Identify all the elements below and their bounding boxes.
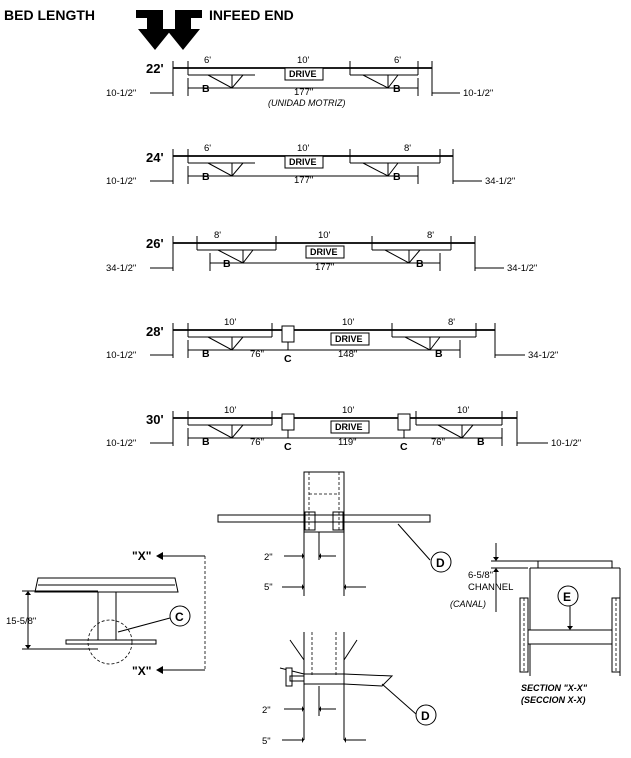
callout-c: C <box>175 610 184 624</box>
dimension-5in: 5" <box>262 736 271 747</box>
support-c-label: C <box>284 353 292 365</box>
channel-label: CHANNEL <box>468 582 513 593</box>
channel-dimension: 6-5/8" <box>468 570 493 581</box>
section-length: 10' <box>224 405 237 416</box>
left-overhang: 10-1/2" <box>106 176 136 187</box>
support-spacing: 148" <box>338 349 357 360</box>
config-28ft: 28' 10' 10' 8' DRIVE 76" 148" B C B 10-1… <box>106 317 558 365</box>
section-length: 10' <box>224 317 237 328</box>
right-overhang: 10-1/2" <box>551 438 581 449</box>
dimension-15-5-8: 15-5/8" <box>6 616 36 627</box>
section-title: SECTION "X-X" <box>521 683 588 693</box>
config-length: 22' <box>146 61 164 76</box>
config-26ft: 26' 8' 10' 8' DRIVE 177" B B 34-1/2" 34-… <box>106 230 537 274</box>
infeed-end-arrow-icon <box>166 10 202 50</box>
right-overhang: 10-1/2" <box>463 88 493 99</box>
section-title-es: (SECCION X-X) <box>521 695 586 705</box>
support-b-label: B <box>223 258 231 270</box>
section-marker-x: "X" <box>132 664 151 678</box>
section-length: 8' <box>427 230 434 241</box>
config-length: 30' <box>146 412 164 427</box>
support-spacing: 177" <box>294 175 313 186</box>
support-b-label: B <box>202 83 210 95</box>
support-spacing: 76" <box>250 437 264 448</box>
section-length: 6' <box>394 55 401 66</box>
section-length: 10' <box>318 230 331 241</box>
support-b-label: B <box>416 258 424 270</box>
support-b-label: B <box>202 436 210 448</box>
config-24ft: 24' 6' 10' 8' DRIVE 177" B B 10-1/2" 34-… <box>106 143 515 187</box>
detail-left-support: 15-5/8" C "X" "X" <box>6 549 206 678</box>
config-22ft: 22' 6' 10' 6' DRIVE 177" B B 10-1/2" 10-… <box>106 55 493 108</box>
drive-note: (UNIDAD MOTRIZ) <box>268 98 346 108</box>
support-spacing: 119" <box>338 437 357 448</box>
config-30ft: 30' 10' 10' 10' DRIVE 76" 119" 76" B C C… <box>106 405 581 453</box>
section-length: 6' <box>204 55 211 66</box>
section-marker-x: "X" <box>132 549 151 563</box>
section-length: 10' <box>342 317 355 328</box>
config-length: 28' <box>146 324 164 339</box>
left-overhang: 34-1/2" <box>106 263 136 274</box>
config-length: 26' <box>146 236 164 251</box>
section-length: 6' <box>204 143 211 154</box>
support-spacing: 76" <box>431 437 445 448</box>
support-spacing: 177" <box>315 262 334 273</box>
support-spacing: 76" <box>250 349 264 360</box>
detail-section-xx: E 6-5/8" CHANNEL (CANAL) SECTION "X-X" (… <box>450 543 621 705</box>
infeed-end-label: INFEED END <box>209 7 294 23</box>
callout-d: D <box>421 709 430 723</box>
dimension-5in: 5" <box>264 582 273 593</box>
support-b-label: B <box>393 171 401 183</box>
config-length: 24' <box>146 150 164 165</box>
support-b-label: B <box>393 83 401 95</box>
callout-d: D <box>436 556 445 570</box>
right-overhang: 34-1/2" <box>485 176 515 187</box>
section-length: 10' <box>297 143 310 154</box>
support-c-label: C <box>400 441 408 453</box>
support-b-label: B <box>202 348 210 360</box>
dimension-2in: 2" <box>262 705 271 716</box>
detail-top-bracket: 2" 5" D <box>217 471 452 596</box>
bed-length-label: BED LENGTH <box>4 7 95 23</box>
section-length: 10' <box>457 405 470 416</box>
callout-e: E <box>563 590 571 604</box>
support-c-label: C <box>284 441 292 453</box>
left-overhang: 10-1/2" <box>106 438 136 449</box>
bed-length-arrow-icon <box>136 10 172 50</box>
support-b-label: B <box>435 348 443 360</box>
dimension-2in: 2" <box>264 552 273 563</box>
support-spacing: 177" <box>294 87 313 98</box>
drive-label: DRIVE <box>335 334 363 344</box>
drive-label: DRIVE <box>289 157 317 167</box>
section-length: 10' <box>297 55 310 66</box>
support-b-label: B <box>477 436 485 448</box>
section-length: 8' <box>214 230 221 241</box>
channel-note: (CANAL) <box>450 599 486 609</box>
section-length: 8' <box>448 317 455 328</box>
drive-label: DRIVE <box>289 69 317 79</box>
right-overhang: 34-1/2" <box>507 263 537 274</box>
drive-label: DRIVE <box>335 422 363 432</box>
left-overhang: 10-1/2" <box>106 350 136 361</box>
right-overhang: 34-1/2" <box>528 350 558 361</box>
section-length: 10' <box>342 405 355 416</box>
drive-label: DRIVE <box>310 247 338 257</box>
left-overhang: 10-1/2" <box>106 88 136 99</box>
section-length: 8' <box>404 143 411 154</box>
support-b-label: B <box>202 171 210 183</box>
detail-bottom-bracket: 2" 5" D <box>262 632 437 747</box>
